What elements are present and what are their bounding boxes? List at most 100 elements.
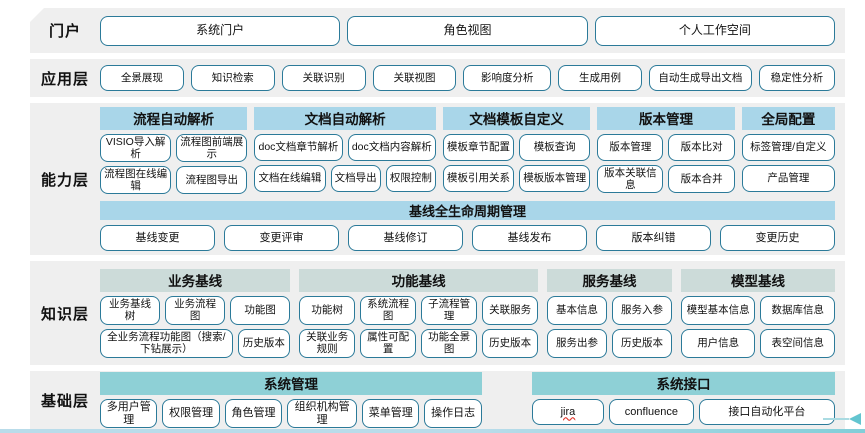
- group-header: 模型基线: [680, 268, 835, 292]
- module-button[interactable]: 功能树: [299, 295, 356, 325]
- module-button[interactable]: 关联服务: [482, 295, 539, 325]
- module-button[interactable]: 功能全景图: [421, 328, 478, 358]
- module-button[interactable]: 产品管理: [741, 164, 835, 192]
- module-button[interactable]: 模板版本管理: [519, 164, 591, 192]
- module-button[interactable]: doc文档章节解析: [254, 133, 343, 161]
- module-button[interactable]: confluence: [608, 398, 694, 425]
- module-button[interactable]: 历史版本: [612, 328, 672, 358]
- button-row: 功能树系统流程图子流程管理关联服务: [299, 295, 539, 325]
- layer-label-capability: 能力层: [40, 171, 89, 189]
- groups-row-knowledge: 业务基线业务基线树业务流程图功能图全业务流程功能图（搜索/下钻展示）历史版本功能…: [100, 268, 836, 358]
- module-button[interactable]: 历史版本: [237, 328, 291, 358]
- module-button[interactable]: 关联识别: [281, 65, 366, 91]
- layer-content-application: 全景展现知识检索关联识别关联视图影响度分析生成用例自动生成导出文档稳定性分析: [100, 59, 845, 97]
- button-row: 业务基线树业务流程图功能图: [100, 295, 291, 325]
- pointer-arrow-icon: [823, 413, 861, 425]
- module-button[interactable]: 模板引用关系: [442, 164, 515, 192]
- button-row: 模板引用关系模板版本管理: [442, 164, 591, 192]
- module-button[interactable]: 基本信息: [547, 295, 608, 325]
- module-button[interactable]: 变更历史: [720, 225, 835, 252]
- module-button[interactable]: 模板章节配置: [442, 133, 515, 161]
- button-row: 标签管理/自定义: [741, 133, 835, 161]
- group-header: 全局配置: [741, 106, 835, 130]
- module-button[interactable]: 知识检索: [190, 65, 275, 91]
- module-button[interactable]: 服务出参: [547, 328, 608, 358]
- group-capability-4: 全局配置标签管理/自定义产品管理: [741, 106, 835, 194]
- module-button[interactable]: 关联视图: [372, 65, 457, 91]
- module-button[interactable]: 模型基本信息: [680, 295, 756, 325]
- module-button[interactable]: 属性可配置: [360, 328, 417, 358]
- layer-label-portal: 门户: [48, 23, 81, 40]
- module-button[interactable]: 权限管理: [162, 398, 220, 429]
- module-button[interactable]: jira: [531, 398, 604, 425]
- module-button[interactable]: doc文档内容解析: [347, 133, 436, 161]
- module-button[interactable]: 文档导出: [330, 164, 381, 192]
- module-button[interactable]: 组织机构管理: [287, 398, 358, 429]
- module-button[interactable]: 角色视图: [347, 15, 588, 46]
- button-row: 产品管理: [741, 164, 835, 192]
- module-button[interactable]: 流程图导出: [176, 166, 248, 195]
- module-button[interactable]: 稳定性分析: [758, 65, 836, 91]
- module-button[interactable]: 历史版本: [482, 328, 539, 358]
- layer-label-knowledge: 知识层: [40, 305, 89, 323]
- module-button[interactable]: 子流程管理: [421, 295, 478, 325]
- module-button[interactable]: 全业务流程功能图（搜索/下钻展示）: [100, 328, 233, 358]
- module-button[interactable]: 操作日志: [424, 398, 482, 429]
- module-button[interactable]: 业务流程图: [165, 295, 226, 325]
- module-button[interactable]: 版本纠错: [596, 225, 711, 252]
- button-row: 模板章节配置模板查询: [442, 133, 591, 161]
- module-button[interactable]: 生成用例: [558, 65, 642, 91]
- module-button[interactable]: 系统流程图: [360, 295, 417, 325]
- module-button[interactable]: 变更评审: [224, 225, 339, 252]
- module-button[interactable]: 多用户管理: [100, 398, 158, 429]
- module-button[interactable]: 用户信息: [680, 328, 756, 358]
- module-button[interactable]: 功能图: [230, 295, 291, 325]
- module-button[interactable]: 版本合并: [668, 164, 735, 193]
- button-row: 系统门户角色视图个人工作空间: [100, 15, 835, 46]
- module-button[interactable]: 影响度分析: [463, 65, 552, 91]
- module-button[interactable]: 文档在线编辑: [254, 164, 326, 192]
- module-button[interactable]: 版本比对: [668, 133, 735, 161]
- module-button[interactable]: 角色管理: [224, 398, 283, 429]
- button-row: 服务出参历史版本: [547, 328, 672, 358]
- button-row: 文档在线编辑文档导出权限控制: [254, 164, 436, 192]
- module-button[interactable]: 标签管理/自定义: [741, 133, 835, 161]
- module-button[interactable]: 菜单管理: [362, 398, 420, 429]
- module-button[interactable]: VISIO导入解析: [100, 133, 172, 162]
- button-row: 全景展现知识检索关联识别关联视图影响度分析生成用例自动生成导出文档稳定性分析: [100, 65, 836, 91]
- module-button[interactable]: 基线修订: [348, 225, 463, 252]
- button-row: 基本信息服务入参: [547, 295, 672, 325]
- module-button[interactable]: 关联业务规则: [299, 328, 356, 358]
- module-button[interactable]: 版本关联信息: [597, 164, 664, 193]
- module-button[interactable]: 流程图前端展示: [176, 133, 248, 162]
- layer-content-portal: 系统门户角色视图个人工作空间: [100, 8, 845, 53]
- button-row: 版本管理版本比对: [597, 133, 735, 161]
- button-row: VISIO导入解析流程图前端展示: [100, 133, 248, 162]
- module-button[interactable]: 模板查询: [519, 133, 591, 161]
- module-button[interactable]: 服务入参: [612, 295, 672, 325]
- module-button[interactable]: 基线发布: [472, 225, 587, 252]
- module-button[interactable]: 版本管理: [597, 133, 664, 161]
- module-button[interactable]: 全景展现: [100, 65, 184, 91]
- module-button[interactable]: 基线变更: [100, 225, 215, 252]
- group-knowledge-0: 业务基线业务基线树业务流程图功能图全业务流程功能图（搜索/下钻展示）历史版本: [100, 268, 291, 358]
- button-row: 多用户管理权限管理角色管理组织机构管理菜单管理操作日志: [100, 398, 482, 429]
- module-button[interactable]: 个人工作空间: [594, 15, 835, 46]
- module-button[interactable]: 业务基线树: [100, 295, 161, 325]
- module-button[interactable]: 系统门户: [100, 15, 341, 46]
- layer-application: 应用层全景展现知识检索关联识别关联视图影响度分析生成用例自动生成导出文档稳定性分…: [30, 59, 845, 97]
- module-button[interactable]: 数据库信息: [760, 295, 836, 325]
- module-button[interactable]: 权限控制: [385, 164, 436, 192]
- button-row: 模型基本信息数据库信息: [680, 295, 836, 325]
- module-button[interactable]: 自动生成导出文档: [648, 65, 752, 91]
- layer-label-application: 应用层: [40, 70, 89, 88]
- group-header: 业务基线: [100, 268, 291, 292]
- module-button[interactable]: 接口自动化平台: [698, 398, 835, 425]
- layer-knowledge: 知识层业务基线业务基线树业务流程图功能图全业务流程功能图（搜索/下钻展示）历史版…: [30, 261, 845, 365]
- module-button[interactable]: 表空间信息: [760, 328, 836, 358]
- baseline-band-header: 基线全生命周期管理: [100, 201, 835, 221]
- module-button[interactable]: 流程图在线编辑: [100, 166, 172, 195]
